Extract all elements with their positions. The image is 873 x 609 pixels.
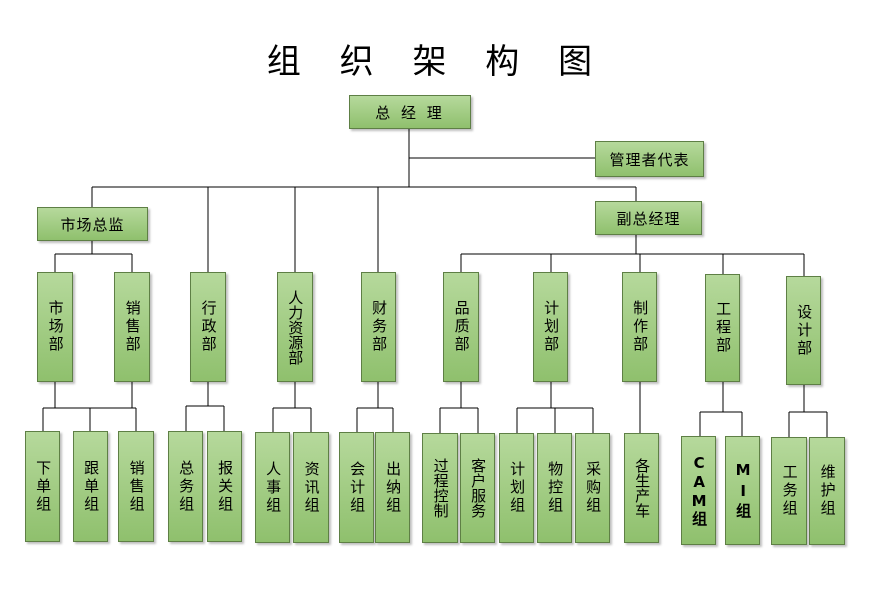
team-cam-box: CAM组	[681, 436, 716, 545]
team-customer-service-box: 客户服务	[460, 433, 495, 543]
team-personnel-box: 人事组	[255, 432, 290, 543]
team-process-control-box: 过程控制	[422, 433, 458, 543]
team-maintenance-box: 维护组	[809, 437, 845, 545]
management-representative-box: 管理者代表	[595, 141, 704, 177]
dept-admin-box: 行政部	[190, 272, 226, 382]
dept-quality-box: 品质部	[443, 272, 479, 382]
market-director-box: 市场总监	[37, 207, 148, 241]
team-tooling-box: 工务组	[771, 437, 807, 545]
team-accounting-box: 会计组	[339, 432, 374, 543]
team-sales-box: 销售组	[118, 431, 154, 542]
dept-design-box: 设计部	[786, 276, 821, 385]
team-purchase-box: 采购组	[575, 433, 610, 543]
dept-finance-box: 财务部	[361, 272, 396, 382]
dept-market-box: 市场部	[37, 272, 73, 382]
dept-production-box: 制作部	[622, 272, 657, 382]
team-followup-box: 跟单组	[73, 431, 108, 542]
ceo-box: 总 经 理	[349, 95, 471, 129]
dept-sales-box: 销售部	[114, 272, 150, 382]
team-plan-box: 计划组	[499, 433, 534, 543]
deputy-gm-box: 副总经理	[595, 201, 702, 235]
dept-planning-box: 计划部	[533, 272, 568, 382]
team-mi-box: MI组	[725, 436, 760, 545]
chart-title: 组 织 架 构 图	[266, 42, 607, 82]
dept-engineering-box: 工程部	[705, 274, 740, 382]
team-general-affairs-box: 总务组	[168, 431, 203, 542]
team-order-box: 下单组	[25, 431, 60, 542]
team-cashier-box: 出纳组	[375, 432, 410, 543]
team-production-workshops-box: 各生产车	[624, 433, 659, 543]
dept-hr-box: 人力资源部	[277, 272, 313, 382]
team-material-control-box: 物控组	[537, 433, 572, 543]
team-info-box: 资讯组	[293, 432, 329, 543]
team-customs-box: 报关组	[207, 431, 242, 542]
